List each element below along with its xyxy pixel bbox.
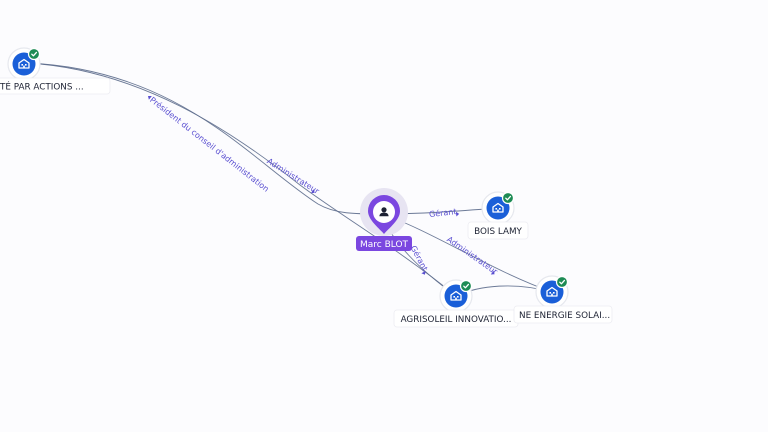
person-node-marc-blot[interactable]: Marc BLOT (356, 188, 412, 251)
company-node-energie-solaire[interactable]: NE ENERGIE SOLAI... (513, 275, 613, 324)
arrow-icon (148, 95, 152, 100)
company-label-bois-lamy: BOIS LAMY (474, 227, 522, 237)
arrow-icon (310, 189, 315, 194)
edge-president[interactable] (27, 62, 383, 215)
edge-labels: Président du conseil d'administration Ad… (148, 95, 500, 277)
company-label-sas: TÉ PAR ACTIONS ... (0, 81, 84, 93)
edge-label-administrateur-2: Administrateur (445, 235, 500, 277)
arrow-icon (421, 271, 426, 275)
verified-check-icon (555, 275, 569, 289)
arrow-icon (455, 211, 460, 217)
person-label: Marc BLOT (360, 240, 409, 250)
company-node-bois-lamy[interactable]: BOIS LAMY (467, 191, 529, 240)
company-label-energie-solaire: NE ENERGIE SOLAI... (519, 311, 610, 321)
edge-label-president: Président du conseil d'administration (148, 95, 271, 194)
company-label-agrisoleil: AGRISOLEIL INNOVATIO... (401, 315, 512, 325)
company-node-sas[interactable]: TÉ PAR ACTIONS ... (0, 47, 111, 95)
verified-check-icon (501, 191, 515, 205)
arrow-icon (490, 270, 495, 275)
verified-check-icon (459, 279, 473, 293)
edge-label-gerant-1: Gérant (428, 206, 456, 219)
edge-administrateur-1[interactable] (27, 62, 457, 297)
person-icon (379, 207, 389, 217)
verified-check-icon (27, 47, 41, 61)
company-node-agrisoleil[interactable]: AGRISOLEIL INNOVATIO... (393, 279, 519, 328)
